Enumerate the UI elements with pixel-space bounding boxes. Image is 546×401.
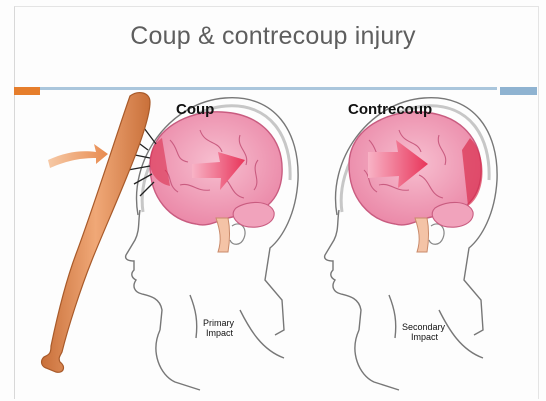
- secondary-impact-line2: Impact: [411, 332, 439, 342]
- slide-title: Coup & contrecoup injury: [0, 22, 546, 51]
- motion-arrow: [48, 144, 108, 168]
- primary-impact-line1: Primary: [203, 318, 234, 328]
- secondary-impact-line1: Secondary: [402, 322, 446, 332]
- contrecoup-label: Contrecoup: [348, 101, 432, 118]
- contrecoup-brain: [349, 112, 483, 252]
- coup-brain: [128, 112, 282, 252]
- baseball-bat: [42, 93, 151, 373]
- primary-impact-line2: Impact: [206, 328, 234, 338]
- coup-contrecoup-illustration: Coup Contrecoup Primary Impact Secondary…: [0, 90, 546, 401]
- coup-label: Coup: [176, 101, 214, 118]
